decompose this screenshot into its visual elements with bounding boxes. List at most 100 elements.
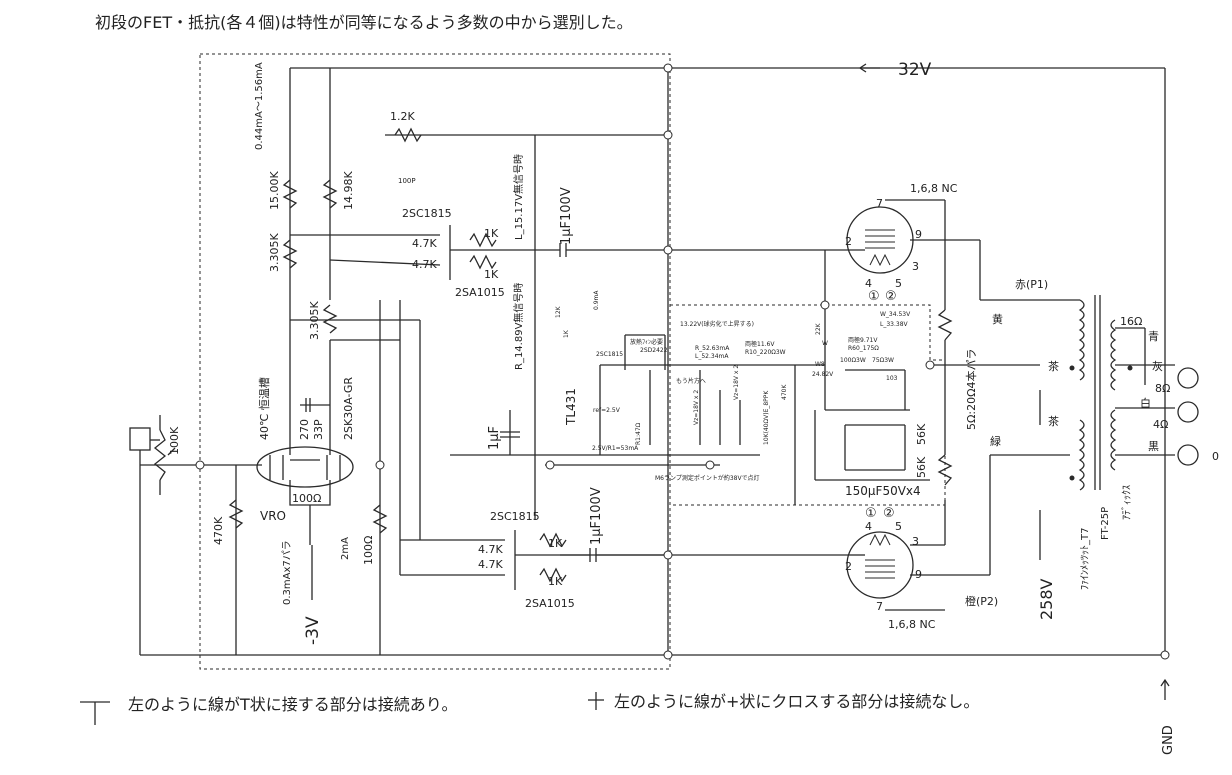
r-1k-d-label: 1K	[548, 575, 563, 588]
tube-top-pin4: 4	[865, 277, 872, 290]
cap-1uf100v-b-label: 1μF100V	[589, 487, 604, 545]
trans-8ohm-label: 8Ω	[1155, 382, 1170, 395]
q-2sc1815-b-label: 2SC1815	[490, 510, 540, 523]
r-4k7-d-label: 4.7K	[478, 558, 503, 571]
mini-note: 100Ω3W	[840, 357, 866, 364]
mini-note: M6ランプ測定ポイントが約38Vで点灯	[655, 474, 760, 482]
tube-top-pin3: 3	[912, 260, 919, 273]
r-56k-b-label: 56K	[915, 456, 928, 478]
trans-brown-label: 茶	[1048, 360, 1059, 373]
mini-note: 0.9mA	[593, 290, 600, 310]
mini-note: W8	[815, 361, 825, 368]
q-2sa1015-a-label: 2SA1015	[455, 286, 505, 299]
mini-note: 24.82V	[812, 371, 834, 378]
cap-1uf-label: 1μF	[487, 426, 502, 450]
tube-bottom-pin9: 9	[915, 568, 922, 581]
mini-note: 2.5V/R1=53mA	[592, 445, 639, 452]
tube-bottom-pin3: 3	[912, 535, 919, 548]
mini-note: 両極11.6V	[745, 340, 775, 348]
r-100-vr-label: 100Ω	[292, 492, 321, 505]
r-15k-label: 15.00K	[268, 171, 281, 210]
gnd-label: GND	[1161, 725, 1176, 755]
cap-1uf100v-a-label: 1μF100V	[559, 187, 574, 245]
tube-bottom-circ1: ①	[865, 506, 877, 521]
trans-4ohm-label: 4Ω	[1153, 418, 1168, 431]
tube-bottom-circ2: ②	[883, 506, 895, 521]
mini-note: 470K	[781, 384, 788, 400]
trans-zero-label: 0	[1212, 450, 1219, 463]
r-100-b-label: 100Ω	[362, 536, 375, 565]
mini-note: 13.22V(球劣化で上昇する)	[680, 320, 754, 328]
mini-note: L_33.38V	[880, 321, 909, 328]
mini-note: 22K	[815, 322, 822, 335]
c-100p-label: 100P	[398, 177, 416, 185]
bias-board-notes: 13.22V(球劣化で上昇する) 放熱ﾌｨﾝ必要 2SC1815 2SD2422…	[555, 290, 911, 482]
r-4k7-c-label: 4.7K	[478, 543, 503, 556]
supply-m3v-label: -3V	[303, 616, 323, 645]
trans-product-label: ﾌｧｲﾝﾒｯﾂｯﾄ_T7	[1080, 528, 1091, 590]
tube-top-pin2: 2	[845, 235, 852, 248]
tube-bottom-pin2: 2	[845, 560, 852, 573]
fet-label: 2SK30A-GR	[342, 377, 355, 440]
tube-top-pins-label: 1,6,8 NC	[910, 182, 958, 195]
output-tube-bottom	[846, 531, 914, 599]
mini-note: R_52.63mA	[695, 345, 730, 352]
trans-yellow-label: 黄	[992, 312, 1003, 326]
legend: 左のように線がT状に接する部分は接続あり。 左のように線が+状にクロスする部分は…	[80, 692, 979, 725]
r-3305k-b-label: 3.305K	[308, 301, 321, 340]
current-vr-label: 0.3mAx7パラ	[281, 540, 293, 605]
tube-top-pin9: 9	[915, 228, 922, 241]
trans-model-label: FT-25P	[1100, 507, 1111, 540]
trans-red-label: 赤(P1)	[1015, 278, 1048, 291]
mini-note: 103	[886, 375, 898, 382]
output-transformer	[1069, 295, 1199, 491]
mini-note: 2SC1815	[596, 351, 623, 358]
r-4k7-b-label: 4.7K	[412, 258, 437, 271]
mini-note: R60_175Ω	[848, 345, 879, 352]
cap-bank-label: 150μF50Vx4	[845, 484, 921, 498]
mini-note: Vz=18V x 2	[693, 390, 700, 425]
mini-note: 12K	[555, 305, 562, 318]
trans-brown2-label: 茶	[1048, 415, 1059, 428]
current-2ma-label: 2mA	[340, 537, 351, 560]
supply-32v-label: 32V	[898, 60, 932, 80]
r-14k98-label: 14.98K	[342, 171, 355, 210]
header-note: 初段のFET・抵抗(各４個)は特性が同等になるよう多数の中から選別した。	[95, 13, 633, 32]
q-2sc1815-a-label: 2SC1815	[402, 207, 452, 220]
tube-bottom-pin5: 5	[895, 520, 902, 533]
trans-maker-label: ｱﾃﾞｨｯｸｽ	[1121, 485, 1133, 520]
tube-top-pin5: 5	[895, 277, 902, 290]
tube-bottom-pins-label: 1,6,8 NC	[888, 618, 936, 631]
r-270-label: 270	[298, 419, 311, 440]
supply-258v-label: 258V	[1037, 578, 1056, 620]
oven-label: 40℃ 恒温槽	[258, 377, 271, 440]
mini-note: ref=2.5V	[593, 407, 621, 414]
r-5ohm-label: 5Ω:20Ω4本パラ	[964, 348, 978, 430]
trans-blue-label: 青	[1148, 330, 1159, 343]
trans-white-label: 白	[1140, 396, 1151, 410]
legend-t-junction-text: 左のように線がT状に接する部分は接続あり。	[128, 695, 457, 714]
output-tube-top	[846, 206, 914, 274]
r-1k-c-label: 1K	[548, 537, 563, 550]
legend-plus-crossing-text: 左のように線が+状にクロスする部分は接続なし。	[614, 692, 979, 711]
trans-gray-label: 灰	[1152, 359, 1163, 373]
vro-label: VRO	[260, 509, 286, 523]
r-100k-label: 100K	[168, 426, 181, 455]
tube-top-circ2: ②	[885, 289, 897, 304]
c-33p-label: 33P	[312, 419, 325, 440]
tube-bottom-pin7: 7	[876, 600, 883, 613]
current-top-label: 0.44mA～1.56mA	[254, 62, 265, 150]
r-3305k-a-label: 3.305K	[268, 233, 281, 272]
tl431-label: TL431	[564, 388, 578, 426]
r-56k-a-label: 56K	[915, 423, 928, 445]
signal-l-label: L_15.17V無信号時	[512, 154, 525, 240]
r-1k-a-label: 1K	[484, 227, 499, 240]
r-1k-b-label: 1K	[484, 268, 499, 281]
q-2sa1015-b-label: 2SA1015	[525, 597, 575, 610]
preamp-dashed-box	[199, 53, 671, 670]
mini-note: 放熱ﾌｨﾝ必要	[630, 338, 663, 346]
mini-note: 1K	[563, 329, 570, 338]
junction-nodes	[195, 63, 1170, 660]
bias-dashed-box	[670, 304, 946, 506]
